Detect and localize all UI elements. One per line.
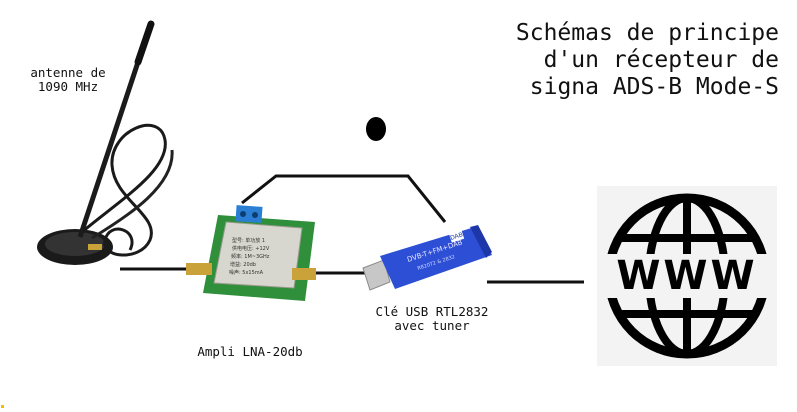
antenna-icon <box>37 20 174 265</box>
corner-mark <box>1 405 4 408</box>
usb-key-icon: DVB-T+FM+DAB R820T2 & 2832 DAB <box>362 225 492 291</box>
amp-chip-line-2: 供电电压: +12V <box>232 245 270 252</box>
amp-chip-line-1: 型号: 单功放 1 <box>232 237 265 244</box>
amp-chip-line-3: 频率: 1M~3GHz <box>231 253 270 260</box>
usb-logo-text: DAB <box>449 231 463 242</box>
amp-chip-line-5: 噪声: 5x15mA <box>229 269 264 276</box>
antenna-label: antenne de 1090 MHz <box>30 65 106 94</box>
www-text: WWW <box>616 253 757 299</box>
amplifier-label: Ampli LNA-20db <box>197 344 303 359</box>
amplifier-board-icon: 型号: 单功放 1 供电电压: +12V 频率: 1M~3GHz 增益: 20d… <box>186 205 316 301</box>
diagram-title: Schémas de principe d'un récepteur de si… <box>515 20 779 100</box>
black-dot <box>366 117 386 141</box>
globe-www-icon: WWW <box>597 193 777 359</box>
usb-key-label: Clé USB RTL2832 avec tuner <box>375 304 489 333</box>
amp-chip-line-4: 增益: 20db <box>230 261 256 268</box>
power-feed-line <box>241 174 447 223</box>
